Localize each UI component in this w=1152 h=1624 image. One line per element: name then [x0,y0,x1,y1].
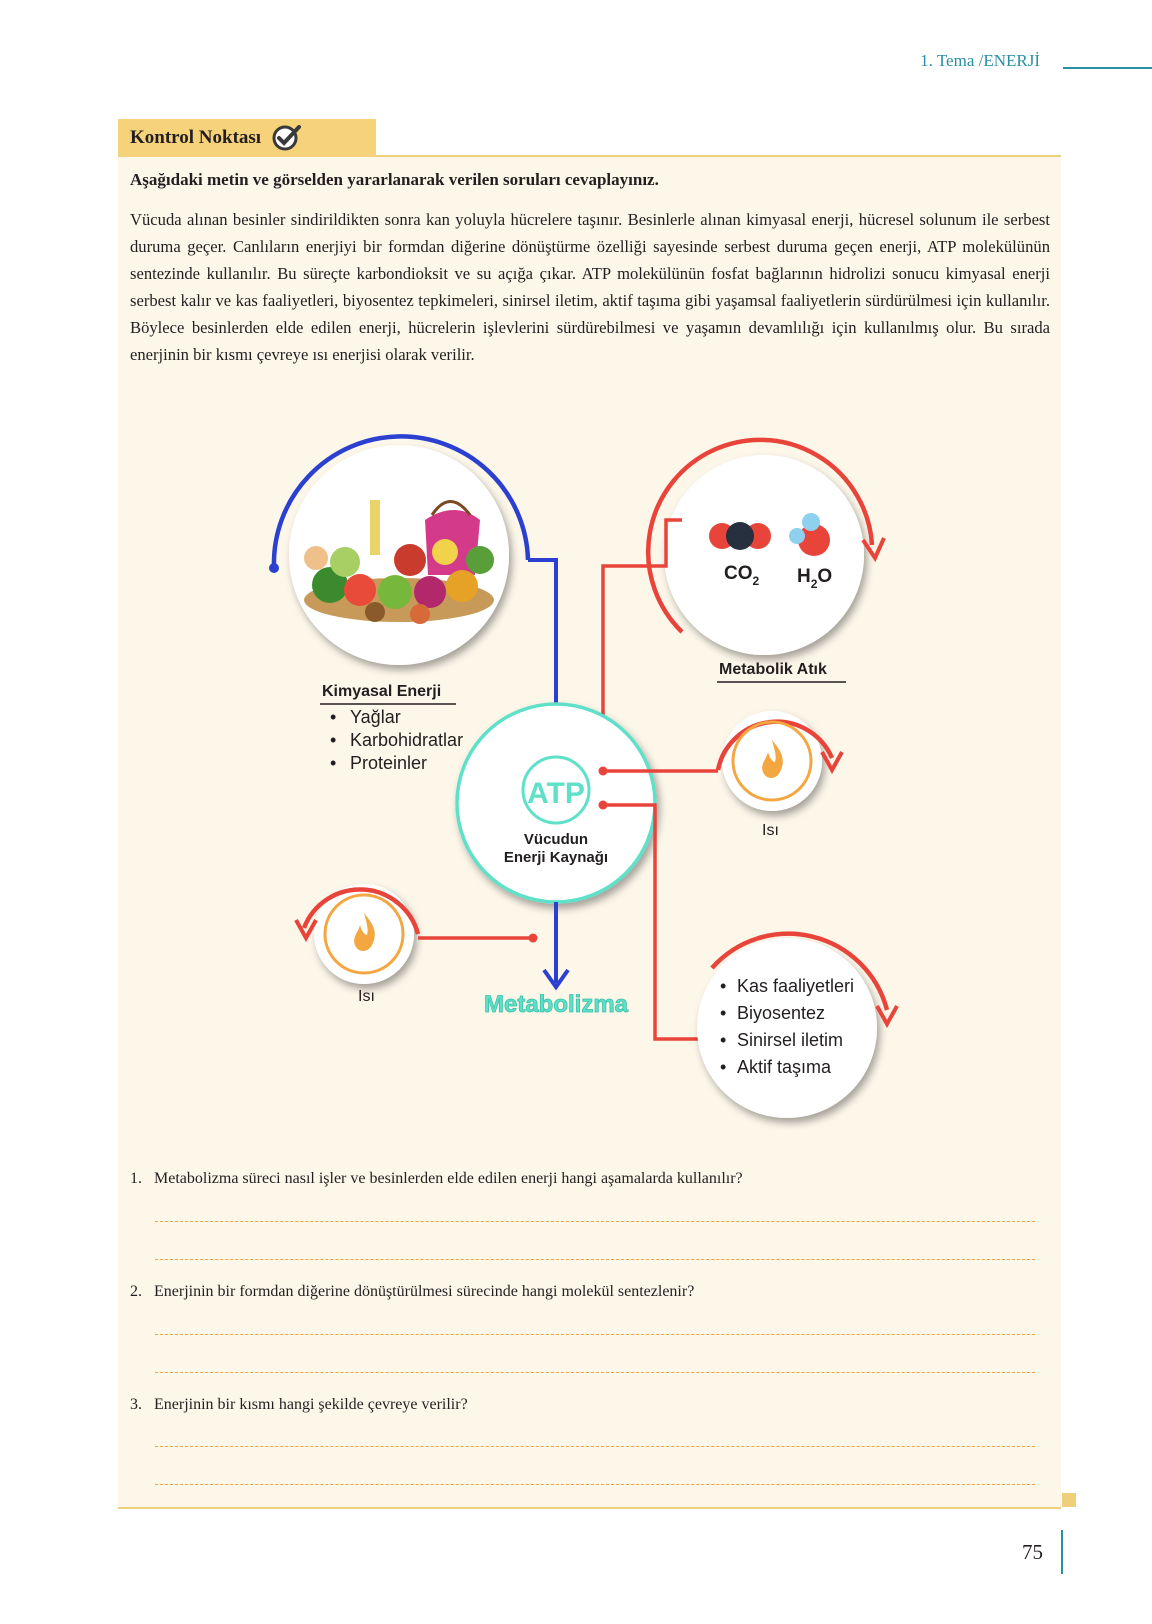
chemical-energy-title: Kimyasal Enerji [322,683,441,700]
atp-caption-line2: Enerji Kaynağı [504,849,608,866]
answer-line[interactable] [155,1446,1035,1447]
page-number-rule [1061,1530,1063,1574]
atp-caption-line1: Vücudun [524,831,588,848]
answer-line[interactable] [155,1259,1035,1260]
co2-molecule-icon [709,522,771,550]
answer-line[interactable] [155,1372,1035,1373]
metabolism-diagram: Kimyasal Enerji • Yağlar • Karbohidratlar … [0,0,1152,1130]
heat-circle-right [718,711,842,811]
svg-text:•: • [330,707,336,727]
heat-label-left: Isı [358,988,375,1005]
metabolism-label: Metabolizma [484,991,629,1018]
list-item: Yağlar [350,707,401,727]
question-2: 2.Enerjinin bir formdan diğerine dönüştü… [130,1283,694,1301]
waste-title: Metabolik Atık [719,661,827,678]
activity-item: Sinirsel iletim [737,1030,843,1050]
answer-line[interactable] [155,1221,1035,1222]
svg-text:•: • [720,1057,726,1077]
svg-text:•: • [330,753,336,773]
activity-item: Biyosentez [737,1003,825,1023]
heat-circle-left [296,884,418,984]
list-item: Karbohidratlar [350,730,463,750]
atp-label: ATP [527,777,585,810]
svg-text:•: • [330,730,336,750]
activity-item: Kas faaliyetleri [737,976,854,996]
food-circle [269,436,528,665]
corner-square [1062,1493,1076,1507]
list-item: Proteinler [350,753,427,773]
waste-circle: CO2 H2O [648,440,884,655]
heat-label-right: Isı [762,822,779,839]
svg-text:•: • [720,976,726,996]
answer-line[interactable] [155,1484,1035,1485]
svg-text:•: • [720,1030,726,1050]
activities-circle: • Kas faaliyetleri • Biyosentez • Sinirsel … [697,934,897,1118]
atp-circle: ATP Vücudun Enerji Kaynağı [457,704,655,902]
question-1: 1.Metabolizma süreci nasıl işler ve besi… [130,1170,743,1188]
answer-line[interactable] [155,1334,1035,1335]
question-3: 3.Enerjinin bir kısmı hangi şekilde çevr… [130,1396,468,1414]
chemical-energy-list: • Yağlar • Karbohidratlar • Proteinler [330,707,463,773]
page-number: 75 [1022,1540,1043,1565]
activity-item: Aktif taşıma [737,1057,832,1077]
svg-text:•: • [720,1003,726,1023]
